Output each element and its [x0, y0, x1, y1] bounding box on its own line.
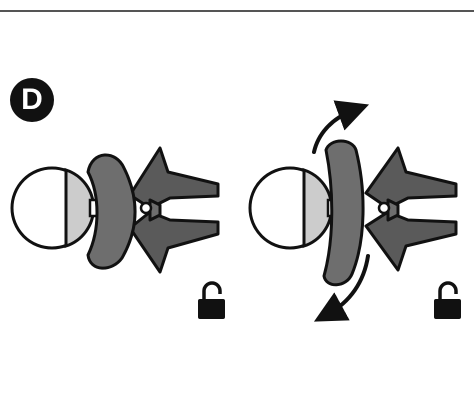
grip-cradle-left — [86, 153, 137, 270]
pivot-pin-left — [139, 201, 153, 215]
top-divider — [0, 10, 474, 12]
panel-rotated — [248, 100, 461, 322]
pivot-pin-right — [377, 201, 391, 215]
vent-clip-left — [128, 146, 220, 274]
step-badge: D — [10, 78, 54, 122]
grip-cradle-right — [322, 139, 365, 287]
ball-joint-left — [10, 166, 96, 250]
panel-initial — [10, 146, 225, 319]
rotate-up-arrow-icon — [312, 100, 370, 154]
rotate-down-arrow-icon — [313, 254, 370, 322]
vent-clip-right — [364, 146, 458, 272]
lock-open-icon — [198, 281, 225, 319]
ball-joint-right — [248, 166, 334, 250]
lock-open-icon — [434, 281, 461, 319]
step-letter: D — [21, 83, 43, 116]
